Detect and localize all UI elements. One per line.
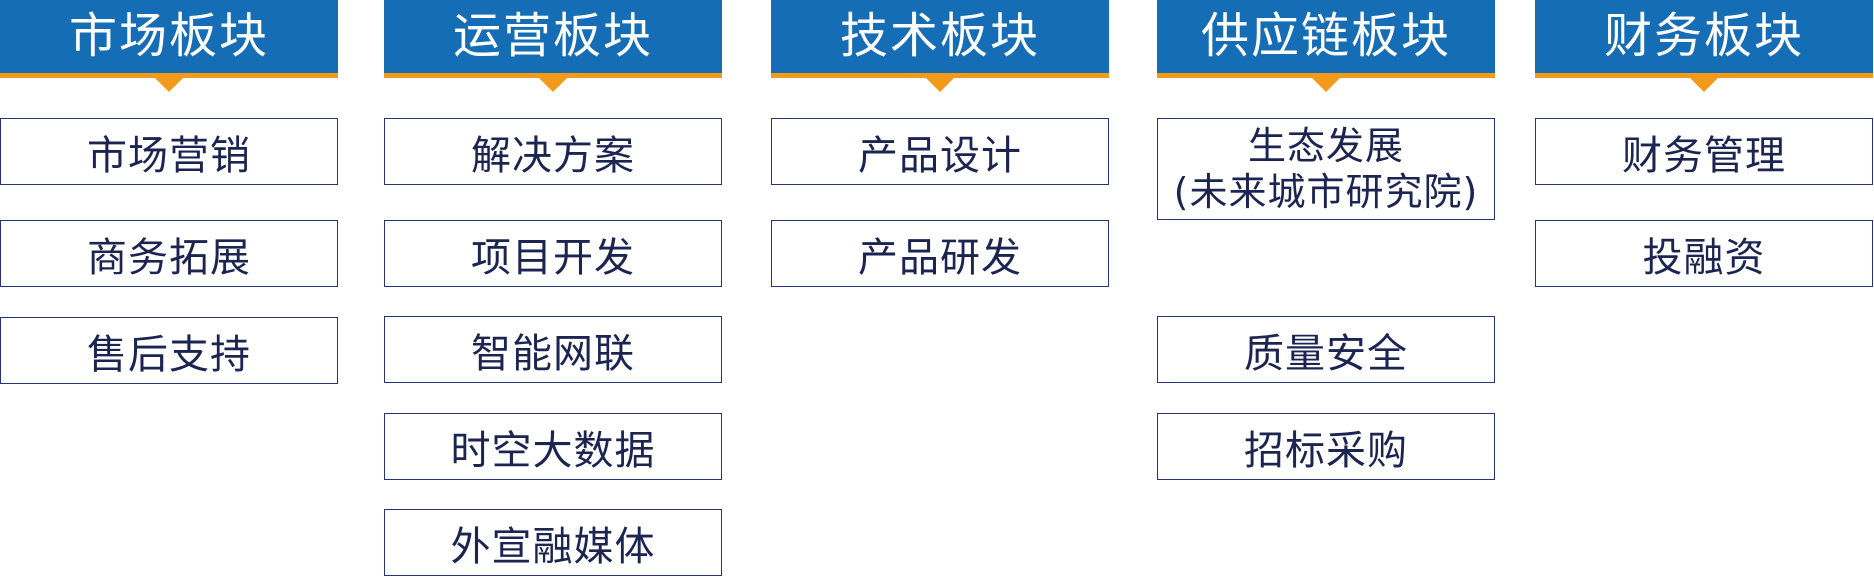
column-header-finance: 财务板块 <box>1535 0 1873 78</box>
box-financial-management: 财务管理 <box>1535 118 1873 185</box>
box-project-development: 项目开发 <box>384 220 722 287</box>
box-ecosystem-development-subtitle: (未来城市研究院) <box>1173 170 1479 214</box>
column-header-operations: 运营板块 <box>384 0 722 78</box>
box-intelligent-connected: 智能网联 <box>384 316 722 383</box>
down-arrow-icon <box>539 78 567 92</box>
box-investment-financing: 投融资 <box>1535 220 1873 287</box>
box-external-media: 外宣融媒体 <box>384 509 722 576</box>
column-header-market: 市场板块 <box>0 0 338 78</box>
down-arrow-icon <box>1690 78 1718 92</box>
box-quality-safety: 质量安全 <box>1157 316 1495 383</box>
box-ecosystem-development: 生态发展 (未来城市研究院) <box>1157 118 1495 220</box>
box-product-rd: 产品研发 <box>771 220 1109 287</box>
down-arrow-icon <box>1312 78 1340 92</box>
box-spatiotemporal-big-data: 时空大数据 <box>384 413 722 480</box>
box-procurement: 招标采购 <box>1157 413 1495 480</box>
column-header-technology: 技术板块 <box>771 0 1109 78</box>
box-business-development: 商务拓展 <box>0 220 338 287</box>
box-after-sales-support: 售后支持 <box>0 317 338 384</box>
box-market-marketing: 市场营销 <box>0 118 338 185</box>
box-ecosystem-development-title: 生态发展 <box>1247 124 1404 168</box>
down-arrow-icon <box>926 78 954 92</box>
box-product-design: 产品设计 <box>771 118 1109 185</box>
box-solutions: 解决方案 <box>384 118 722 185</box>
column-header-supply-chain: 供应链板块 <box>1157 0 1495 78</box>
down-arrow-icon <box>155 78 183 92</box>
